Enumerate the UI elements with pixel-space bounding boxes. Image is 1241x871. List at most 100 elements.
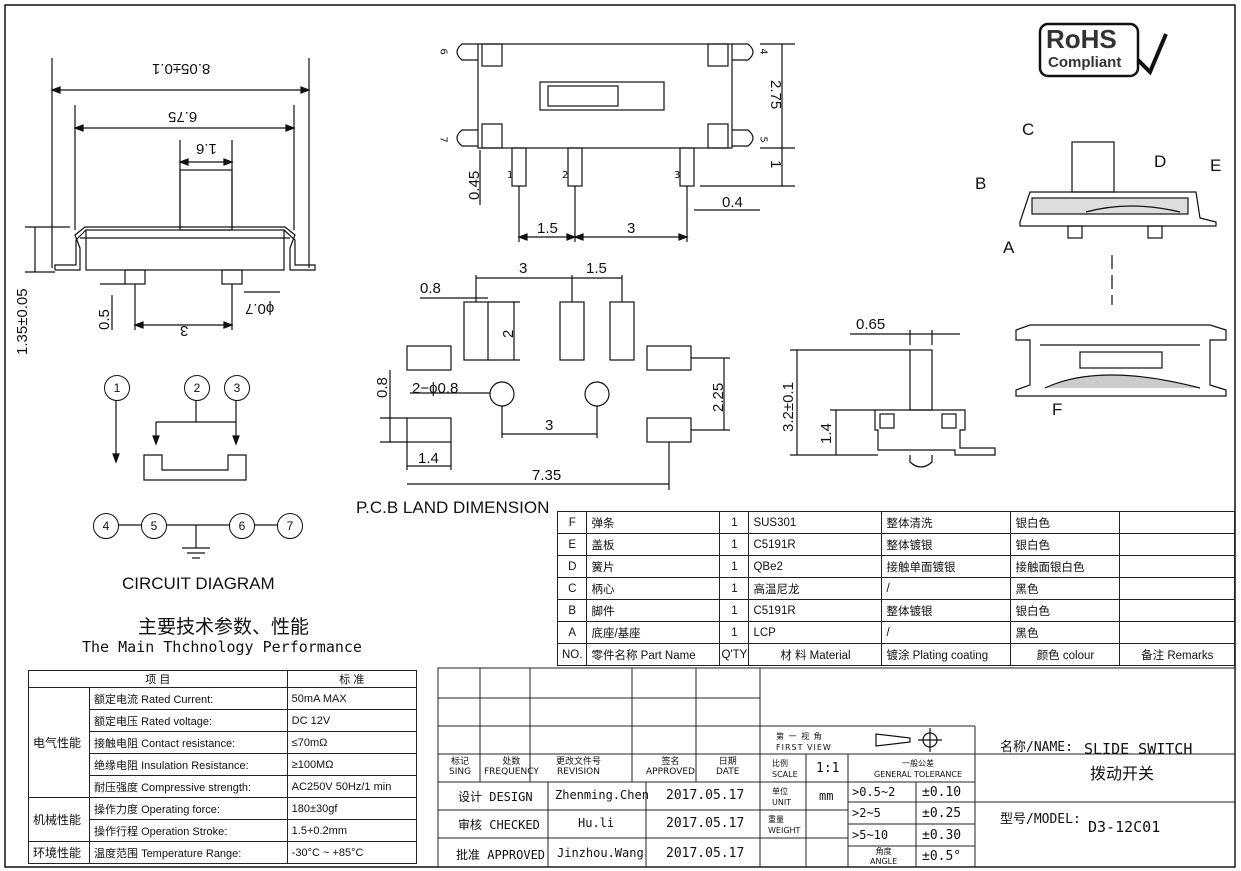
bom-material: C5191R <box>748 599 883 622</box>
perf-cn: 绝缘电阻 <box>94 759 138 772</box>
checker-name: Hu.li <box>578 816 615 830</box>
circuit-node-6: 6 <box>229 513 255 539</box>
perf-row-value: 180±30gf <box>286 797 418 820</box>
unit-value: mm <box>819 789 834 803</box>
bom-plating: 接触单面镀银 <box>881 555 1012 578</box>
approver-name: Jinzhou.Wang <box>557 846 644 860</box>
checked-date: 2017.05.17 <box>666 816 745 831</box>
checked-label: 审核 CHECKED <box>458 818 540 832</box>
bom-head-plating: 镀涂 Plating coating <box>881 643 1012 666</box>
tol-range-2: >2~5 <box>852 806 881 820</box>
rev-sing-en: SING <box>449 767 472 777</box>
angle-cn: 角度 <box>875 847 892 856</box>
circuit-node-4: 4 <box>93 513 119 539</box>
circuit-node-3: 3 <box>224 375 250 401</box>
unit-cn: 单位 <box>772 787 788 796</box>
perf-row-item: 额定电流 Rated Current: <box>89 687 288 710</box>
bom-colour: 黑色 <box>1010 577 1121 600</box>
bom-material: QBe2 <box>748 555 883 578</box>
unit-label: 单位 UNIT <box>772 786 791 808</box>
circuit-node-5: 5 <box>141 513 167 539</box>
rev-freq-en: FREQUENCY <box>484 767 539 777</box>
weight-cn: 重量 <box>768 815 784 824</box>
bom-colour: 接触面银白色 <box>1010 555 1121 578</box>
scale-cn: 比例 <box>772 759 788 768</box>
perf-cn: 额定电流 <box>94 693 138 706</box>
dim-knob-width-side: 0.65 <box>856 316 886 333</box>
perf-en: Temperature Range: <box>141 847 242 860</box>
tol-value-2: ±0.25 <box>922 806 962 821</box>
callout-d: D <box>1154 152 1167 171</box>
unit-en: UNIT <box>772 798 792 807</box>
dim-pitch-a: 1.5 <box>537 220 558 237</box>
approved-label: 批准 APPROVED <box>456 848 546 862</box>
dim-pin-width: 0.4 <box>722 194 743 211</box>
callout-a: A <box>1003 238 1015 257</box>
rev-revision-cn: 更改文件号 <box>556 757 602 767</box>
circuit-lines <box>112 400 277 559</box>
rev-approved-en: APPROVED <box>646 767 695 777</box>
perf-en: Operating force: <box>141 803 220 816</box>
tol-value-3: ±0.30 <box>922 828 962 843</box>
bom-head-qty: Q'TY <box>719 643 750 666</box>
circuit-node-7: 7 <box>277 513 303 539</box>
tol-cn: 一般公差 <box>902 759 935 768</box>
bom-colour: 银白色 <box>1010 533 1121 556</box>
perf-cn: 接触电阻 <box>94 737 138 750</box>
perf-en: Contact resistance: <box>141 737 236 750</box>
perf-row-value: DC 12V <box>286 709 418 732</box>
designer-name: Zhenming.Chen <box>555 788 649 802</box>
perf-cn: 操作行程 <box>94 825 138 838</box>
perf-group-electrical: 电气性能 <box>28 687 90 798</box>
rev-freq-cn: 处数 <box>502 757 521 767</box>
perf-row-item: 操作行程 Operation Stroke: <box>89 819 288 842</box>
perf-cn: 操作力度 <box>94 803 138 816</box>
callout-f: F <box>1052 400 1063 419</box>
tol-range-1: >0.5~2 <box>852 785 896 799</box>
pcb-land <box>380 275 730 490</box>
perf-title-en: The Main Thchnology Performance <box>82 638 362 656</box>
pin-label-1: 1 <box>507 170 514 181</box>
rev-approved-cn: 签名 <box>661 757 680 767</box>
perf-en: Rated Current: <box>141 693 214 706</box>
scale-value: 1:1 <box>816 761 840 776</box>
side-profile <box>790 330 996 468</box>
perf-cn: 耐压强度 <box>94 781 138 794</box>
dim-total-span: 7.35 <box>532 467 562 484</box>
circuit-node-1: 1 <box>104 375 130 401</box>
tol-range-3: >5~10 <box>852 828 889 842</box>
bom-head-no: NO. <box>556 643 588 666</box>
angle-en: ANGLE <box>870 857 898 866</box>
name-label: 名称/NAME: <box>1000 740 1073 755</box>
circuit-diagram-title: CIRCUIT DIAGRAM <box>122 574 275 593</box>
design-label: 设计 DESIGN <box>458 790 533 804</box>
perf-en: Rated voltage: <box>141 715 212 728</box>
approved-date: 2017.05.17 <box>666 846 745 861</box>
bom-head-remarks: 备注 Remarks <box>1119 643 1235 666</box>
perf-row-item: 耐压强度 Compressive strength: <box>89 775 288 798</box>
rohs-title: RoHS <box>1046 24 1117 54</box>
callout-e: E <box>1210 156 1222 175</box>
perf-group-environment: 环境性能 <box>28 841 90 864</box>
callout-b: B <box>975 174 987 193</box>
dim-hole-pitch: 3 <box>545 417 554 434</box>
front-view <box>456 43 795 242</box>
bom-part: 柄心 <box>586 577 721 600</box>
rev-sing-cn: 标记 <box>451 757 470 767</box>
perf-en: Operation Stroke: <box>141 825 228 838</box>
performance-table: 项 目 标 准 电气性能 额定电流 Rated Current: 50mA MA… <box>28 670 418 864</box>
rev-revision-en: REVISION <box>557 767 600 777</box>
